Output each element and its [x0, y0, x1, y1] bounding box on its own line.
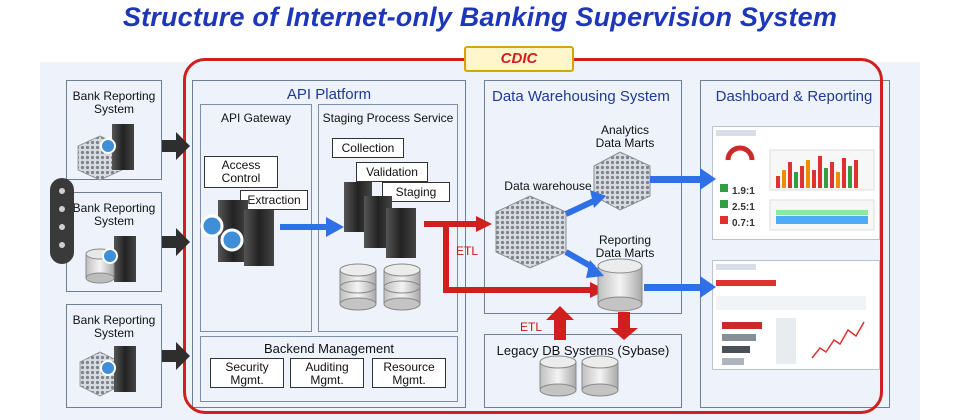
toolbar-highlighter-icon[interactable]	[59, 206, 65, 212]
analytics-data-marts-label: Analytics Data Marts	[595, 123, 655, 150]
cube-icon	[495, 195, 567, 269]
resource-mgmt-box: Resource Mgmt.	[372, 358, 446, 388]
api-gateway-title: API Gateway	[220, 111, 292, 125]
ratio-3: 0.7:1	[732, 218, 755, 229]
toolbar-zoom-out-icon[interactable]	[59, 242, 65, 248]
arrow-legacy-to-warehouse	[554, 318, 566, 340]
database-icon	[597, 258, 643, 312]
bank-reporting-label-3: Bank Reporting System	[72, 313, 156, 340]
server-icon	[114, 236, 136, 282]
ratio-2: 2.5:1	[732, 202, 755, 213]
arrow-bank2-to-api	[162, 228, 190, 256]
database-icon	[581, 355, 619, 397]
server-icon	[112, 124, 134, 170]
cube-icon	[593, 151, 651, 211]
bank-reporting-label-1: Bank Reporting System	[72, 89, 156, 116]
server-icon	[114, 346, 136, 392]
staging-process-title: Staging Process Service	[322, 111, 454, 125]
etl-label-legacy: ETL	[520, 320, 543, 334]
data-warehouse-label: Data warehouse	[504, 179, 592, 193]
gear-icon	[100, 138, 116, 154]
cdic-label: CDIC	[464, 46, 574, 72]
server-icon	[244, 210, 274, 266]
extraction-box: Extraction	[240, 190, 308, 210]
dashboard-chart-thumbnail	[716, 130, 875, 231]
database-icon	[383, 263, 421, 311]
api-platform-title: API Platform	[286, 86, 372, 103]
legacy-db-label: Legacy DB Systems (Sybase)	[496, 343, 670, 358]
gear-icon	[102, 248, 118, 264]
backend-management-title: Backend Management	[263, 341, 395, 356]
toolbar-zoom-in-icon[interactable]	[59, 224, 65, 230]
database-icon	[339, 263, 377, 311]
arrow-gateway-to-staging	[280, 224, 328, 230]
data-warehousing-title: Data Warehousing System	[492, 88, 670, 105]
arrow-warehouse-to-analytics	[564, 197, 598, 217]
arrow-analytics-to-dashboard	[650, 176, 702, 183]
server-icon	[386, 208, 416, 258]
database-icon	[539, 355, 577, 397]
bank-reporting-label-2: Bank Reporting System	[72, 201, 156, 228]
reporting-data-marts-label: Reporting Data Marts	[595, 233, 655, 260]
toolbar-pen-icon[interactable]	[59, 188, 65, 194]
page-title: Structure of Internet-only Banking Super…	[122, 2, 838, 32]
arrow-reporting-to-legacy	[618, 312, 630, 330]
collection-box: Collection	[332, 138, 404, 158]
arrow-etl-to-reporting	[443, 224, 592, 293]
arrow-reporting-to-dashboard	[644, 284, 702, 291]
arrow-bank1-to-api	[162, 132, 190, 160]
auditing-mgmt-box: Auditing Mgmt.	[290, 358, 364, 388]
staging-box: Staging	[382, 182, 450, 202]
arrow-bank3-to-api	[162, 342, 190, 370]
gear-icon	[100, 360, 116, 376]
floating-toolbar[interactable]	[50, 178, 74, 264]
dashboard-reporting-title: Dashboard & Reporting	[715, 88, 873, 105]
gear-icon	[220, 228, 244, 252]
gear-icon	[200, 214, 224, 238]
validation-box: Validation	[356, 162, 428, 182]
security-mgmt-box: Security Mgmt.	[210, 358, 284, 388]
dashboard-report-thumbnail	[716, 264, 866, 365]
etl-label-staging: ETL	[456, 244, 479, 258]
ratio-1: 1.9:1	[732, 186, 755, 197]
access-control-box: Access Control	[204, 156, 278, 188]
